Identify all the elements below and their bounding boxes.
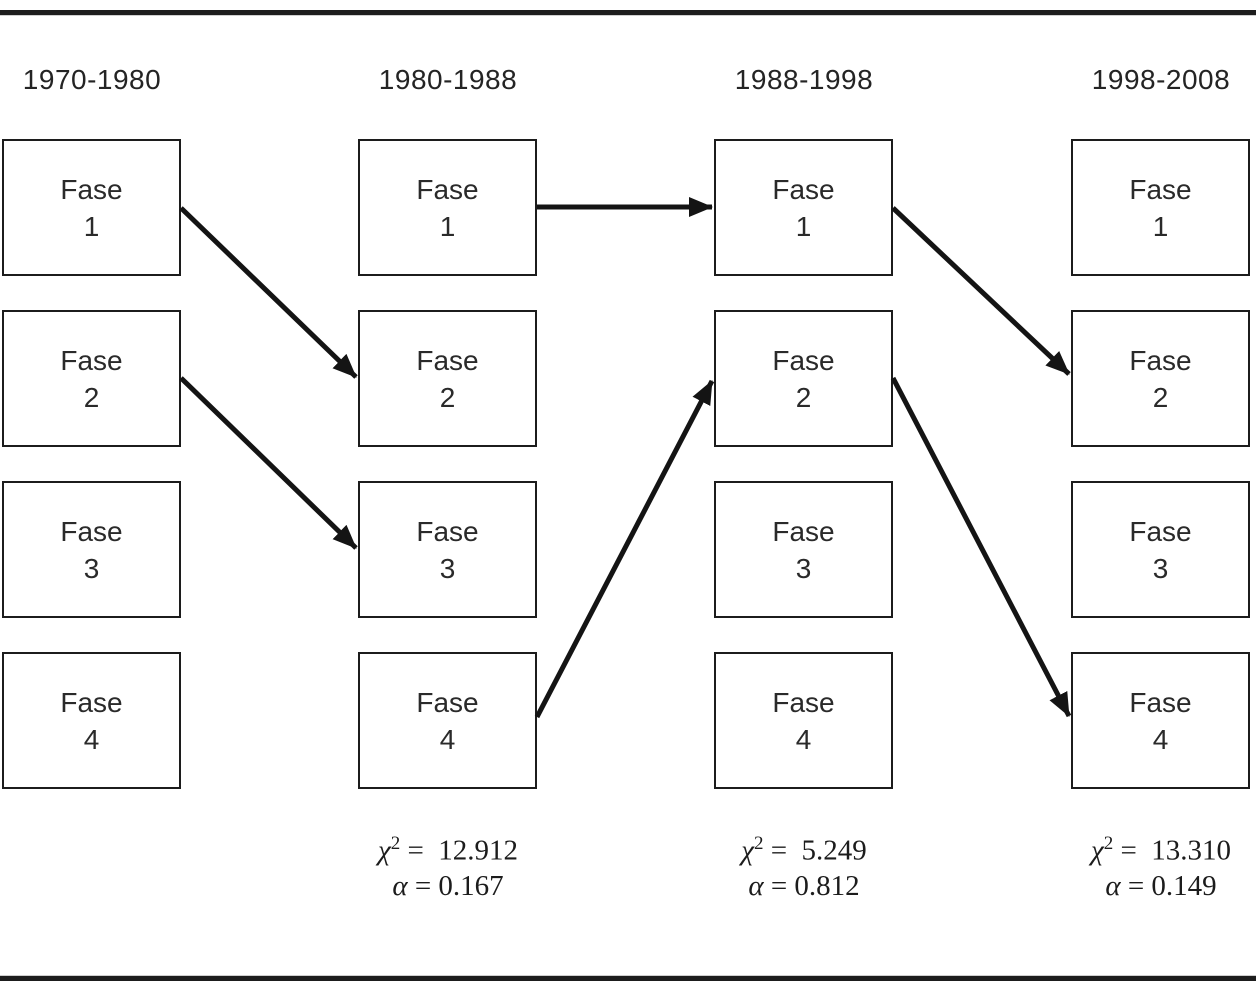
fase-number: 2 bbox=[83, 381, 100, 413]
stats-1998-2008: χ2 = 13.310 α = 0.149 bbox=[1021, 826, 1256, 904]
alpha-stat: α = 0.167 bbox=[308, 869, 588, 904]
chi-value: = 12.912 bbox=[400, 834, 519, 867]
fase-number: 3 bbox=[795, 552, 812, 584]
box-1980-fase-2: Fase 2 bbox=[358, 310, 537, 447]
chi-exponent: 2 bbox=[1103, 833, 1114, 854]
fase-label: Fase bbox=[1129, 344, 1192, 376]
fase-label: Fase bbox=[416, 686, 479, 718]
fase-number: 1 bbox=[439, 210, 456, 242]
arrow-1988f1-to-1998f2 bbox=[891, 206, 1071, 376]
box-1998-fase-1: Fase 1 bbox=[1071, 139, 1250, 276]
fase-label: Fase bbox=[772, 515, 835, 547]
fase-number: 4 bbox=[83, 723, 100, 755]
fase-label: Fase bbox=[416, 515, 479, 547]
box-1970-fase-3: Fase 3 bbox=[2, 481, 181, 618]
chi-square-stat: χ2 = 12.912 bbox=[308, 826, 588, 869]
alpha-stat: α = 0.149 bbox=[1021, 869, 1256, 904]
fase-label: Fase bbox=[772, 173, 835, 205]
box-1988-fase-2: Fase 2 bbox=[714, 310, 893, 447]
period-header-1970-1980: 1970-1980 bbox=[22, 64, 162, 95]
box-1980-fase-4: Fase 4 bbox=[358, 652, 537, 789]
fase-number: 2 bbox=[439, 381, 456, 413]
fase-label: Fase bbox=[1129, 515, 1192, 547]
alpha-symbol: α bbox=[392, 869, 408, 902]
chi-value: = 5.249 bbox=[763, 834, 867, 867]
alpha-stat: α = 0.812 bbox=[664, 869, 944, 904]
fase-number: 2 bbox=[1152, 381, 1169, 413]
box-1988-fase-3: Fase 3 bbox=[714, 481, 893, 618]
fase-number: 1 bbox=[1152, 210, 1169, 242]
box-1988-fase-1: Fase 1 bbox=[714, 139, 893, 276]
fase-label: Fase bbox=[416, 344, 479, 376]
fase-label: Fase bbox=[1129, 686, 1192, 718]
chi-exponent: 2 bbox=[753, 833, 764, 854]
fase-label: Fase bbox=[60, 515, 123, 547]
period-header-1980-1988: 1980-1988 bbox=[378, 64, 518, 95]
box-1998-fase-4: Fase 4 bbox=[1071, 652, 1250, 789]
stats-1988-1998: χ2 = 5.249 α = 0.812 bbox=[664, 826, 944, 904]
bottom-rule bbox=[0, 975, 1256, 981]
top-rule bbox=[0, 10, 1256, 16]
alpha-value: = 0.812 bbox=[763, 869, 860, 902]
fase-number: 3 bbox=[439, 552, 456, 584]
arrow-1970f2-to-1980f3 bbox=[179, 376, 358, 550]
fase-number: 3 bbox=[1152, 552, 1169, 584]
fase-number: 1 bbox=[83, 210, 100, 242]
chi-square-stat: χ2 = 5.249 bbox=[664, 826, 944, 869]
arrow-1980f4-to-1988f2 bbox=[534, 379, 715, 719]
fase-number: 2 bbox=[795, 381, 812, 413]
alpha-value: = 0.167 bbox=[407, 869, 504, 902]
alpha-symbol: α bbox=[1105, 869, 1121, 902]
chi-value: = 13.310 bbox=[1113, 834, 1232, 867]
box-1970-fase-4: Fase 4 bbox=[2, 652, 181, 789]
period-header-1988-1998: 1988-1998 bbox=[734, 64, 874, 95]
box-1998-fase-2: Fase 2 bbox=[1071, 310, 1250, 447]
fase-number: 3 bbox=[83, 552, 100, 584]
period-header-1998-2008: 1998-2008 bbox=[1091, 64, 1231, 95]
alpha-value: = 0.149 bbox=[1120, 869, 1217, 902]
fase-number: 1 bbox=[795, 210, 812, 242]
fase-label: Fase bbox=[1129, 173, 1192, 205]
arrow-1970f1-to-1980f2 bbox=[179, 206, 358, 379]
chi-symbol: χ bbox=[1090, 834, 1104, 867]
fase-label: Fase bbox=[60, 686, 123, 718]
fase-label: Fase bbox=[416, 173, 479, 205]
fase-label: Fase bbox=[772, 686, 835, 718]
box-1970-fase-1: Fase 1 bbox=[2, 139, 181, 276]
fase-number: 4 bbox=[1152, 723, 1169, 755]
box-1980-fase-1: Fase 1 bbox=[358, 139, 537, 276]
alpha-symbol: α bbox=[748, 869, 764, 902]
arrow-1988f2-to-1998f4 bbox=[890, 376, 1072, 718]
fase-label: Fase bbox=[772, 344, 835, 376]
box-1998-fase-3: Fase 3 bbox=[1071, 481, 1250, 618]
chi-square-stat: χ2 = 13.310 bbox=[1021, 826, 1256, 869]
fase-number: 4 bbox=[439, 723, 456, 755]
box-1988-fase-4: Fase 4 bbox=[714, 652, 893, 789]
box-1980-fase-3: Fase 3 bbox=[358, 481, 537, 618]
fase-label: Fase bbox=[60, 173, 123, 205]
chi-exponent: 2 bbox=[390, 833, 401, 854]
fase-label: Fase bbox=[60, 344, 123, 376]
fase-number: 4 bbox=[795, 723, 812, 755]
box-1970-fase-2: Fase 2 bbox=[2, 310, 181, 447]
stats-1980-1988: χ2 = 12.912 α = 0.167 bbox=[308, 826, 588, 904]
chi-symbol: χ bbox=[741, 834, 754, 867]
chi-symbol: χ bbox=[377, 834, 391, 867]
